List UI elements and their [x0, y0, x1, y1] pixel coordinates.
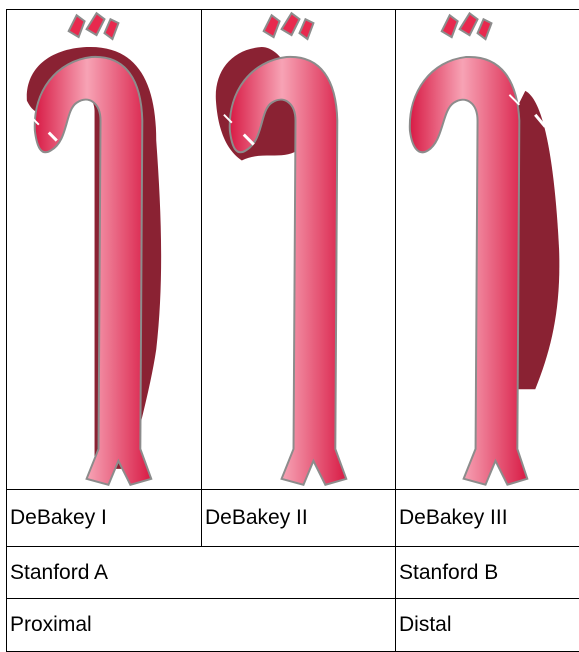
aortic-dissection-classification-table: DeBakey I DeBakey II DeBakey III Stanfor…	[6, 9, 579, 652]
debakey-2-aorta-illustration	[202, 10, 395, 489]
distal-label: Distal	[396, 599, 579, 652]
location-row: Proximal Distal	[7, 599, 579, 652]
debakey-row: DeBakey I DeBakey II DeBakey III	[7, 490, 579, 547]
illustration-row	[7, 10, 579, 490]
proximal-label: Proximal	[7, 599, 396, 652]
debakey-1-illustration-cell	[7, 10, 202, 490]
debakey-3-aorta-illustration	[396, 10, 579, 489]
debakey-3-label: DeBakey III	[396, 490, 579, 547]
stanford-a-label: Stanford A	[7, 547, 396, 599]
debakey-2-label: DeBakey II	[202, 490, 396, 547]
debakey-2-illustration-cell	[202, 10, 396, 490]
debakey-1-aorta-illustration	[7, 10, 201, 489]
debakey-3-illustration-cell	[396, 10, 579, 490]
stanford-b-label: Stanford B	[396, 547, 579, 599]
debakey-1-label: DeBakey I	[7, 490, 202, 547]
stanford-row: Stanford A Stanford B	[7, 547, 579, 599]
